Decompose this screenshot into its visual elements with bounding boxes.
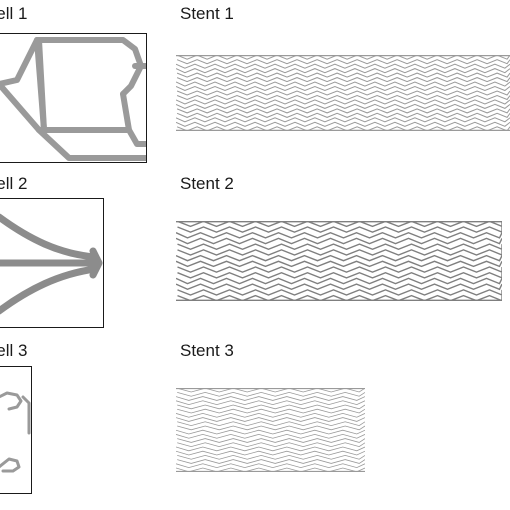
stent-strut-row: [176, 77, 510, 83]
stent-2: [176, 221, 502, 301]
stent-strut-row: [176, 237, 502, 245]
stent-2-label: Stent 2: [180, 174, 234, 193]
stent-strut-row: [176, 121, 510, 127]
stent-mesh: [176, 388, 365, 472]
stent-strut-row: [176, 85, 510, 92]
stent-strut-row: [176, 450, 365, 456]
stent-strut-row: [176, 429, 365, 435]
stent-strut-row: [176, 277, 502, 285]
cell-2-struts: [0, 213, 103, 315]
stent-strut-row: [177, 249, 502, 256]
stent-strut-row: [176, 117, 510, 123]
stent-strut-row: [176, 433, 365, 439]
stent-strut-row: [177, 404, 365, 410]
stent-strut-row: [176, 400, 365, 406]
stent-strut-row: [177, 454, 365, 460]
stent-strut-row: [176, 412, 365, 418]
stent-strut-row: [177, 226, 502, 233]
stent-strut-row: [177, 266, 502, 273]
cell-3-struts: [0, 391, 31, 473]
stent-strut-row: [176, 59, 510, 65]
stent-mesh: [176, 221, 502, 301]
stent-strut-row: [177, 243, 502, 251]
stent-1-label: Stent 1: [180, 4, 234, 23]
stent-strut-row: [176, 446, 365, 452]
cell-2-label: Cell 2: [0, 174, 28, 193]
stent-strut-row: [176, 94, 510, 101]
stent-strut-row: [177, 442, 365, 448]
cell-1-struts: [0, 37, 146, 161]
cell-3-label: Cell 3: [0, 341, 28, 360]
stent-strut-row: [177, 459, 365, 464]
stent-strut-row: [177, 289, 502, 296]
stent-strut-row: [177, 271, 502, 279]
stent-strut-row: [176, 99, 510, 105]
stent-1: [176, 55, 510, 131]
cell-2-diagram: [0, 198, 104, 328]
stent-strut-row: [176, 112, 510, 119]
stent-strut-row: [176, 90, 510, 96]
stent-strut-row: [177, 421, 365, 427]
stent-3-label: Stent 3: [180, 341, 234, 360]
stent-strut-row: [176, 103, 510, 109]
stent-strut-row: [176, 283, 502, 291]
stent-strut-row: [176, 72, 510, 78]
stent-strut-row: [176, 396, 365, 401]
stent-strut-row: [177, 388, 365, 393]
stent-strut-row: [176, 260, 502, 268]
cell-1-label: Cell 1: [0, 4, 28, 23]
stent-strut-row: [177, 425, 365, 431]
stent-strut-row: [176, 108, 510, 114]
stent-strut-row: [177, 391, 365, 397]
stent-strut-row: [177, 408, 365, 414]
cell-3-diagram: [0, 366, 32, 494]
stent-strut-row: [176, 68, 510, 74]
stent-strut-row: [176, 254, 502, 262]
stent-mesh: [176, 55, 510, 131]
stent-strut-row: [176, 417, 365, 422]
stent-strut-row: [176, 231, 502, 239]
stent-strut-row: [176, 63, 510, 69]
stent-strut-row: [176, 55, 510, 60]
stent-strut-row: [176, 81, 510, 87]
stent-strut-row: [177, 221, 502, 228]
cell-1-diagram: [0, 33, 147, 163]
stent-3: [176, 388, 365, 472]
stent-strut-row: [176, 463, 365, 469]
stent-strut-row: [177, 438, 365, 443]
